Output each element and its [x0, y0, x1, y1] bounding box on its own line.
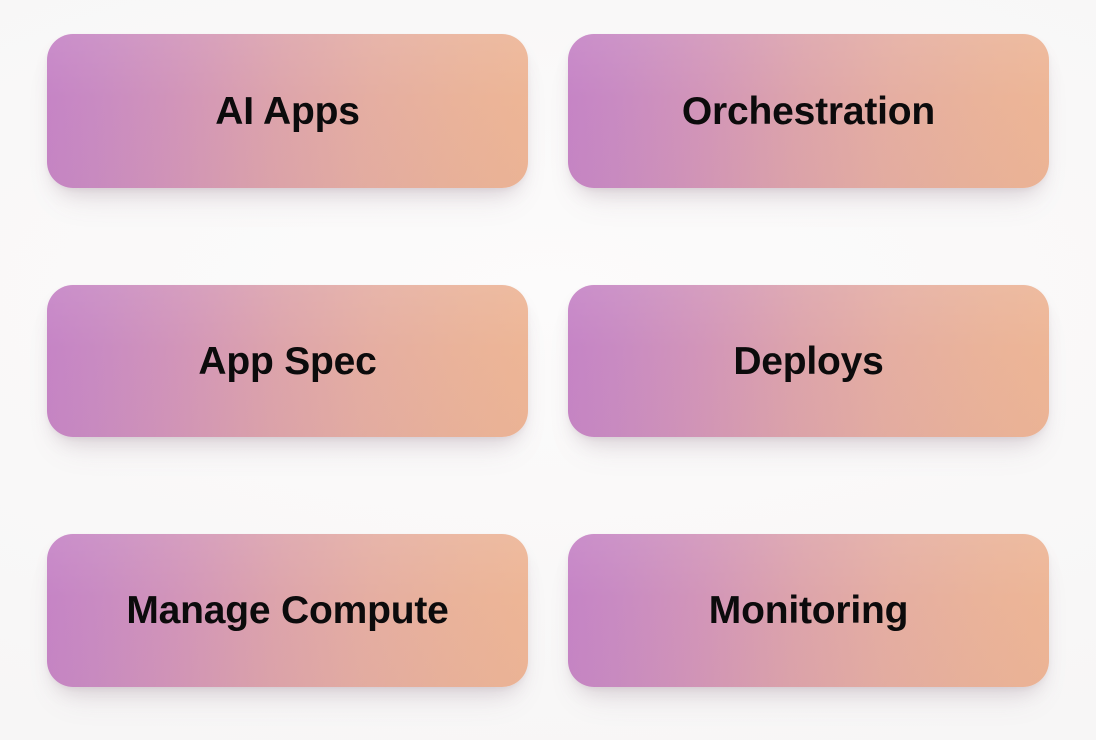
tile-manage-compute[interactable]: Manage Compute	[47, 534, 528, 687]
tile-label-app-spec: App Spec	[198, 339, 377, 383]
tile-label-deploys: Deploys	[733, 339, 884, 383]
tile-app-spec[interactable]: App Spec	[47, 285, 528, 437]
tile-monitoring[interactable]: Monitoring	[568, 534, 1049, 687]
tile-ai-apps[interactable]: AI Apps	[47, 34, 528, 188]
tile-label-manage-compute: Manage Compute	[126, 589, 449, 632]
tile-deploys[interactable]: Deploys	[568, 285, 1049, 437]
tile-label-orchestration: Orchestration	[681, 89, 936, 133]
tile-orchestration[interactable]: Orchestration	[568, 34, 1049, 188]
tile-label-monitoring: Monitoring	[708, 589, 909, 632]
tile-label-ai-apps: AI Apps	[215, 89, 360, 133]
